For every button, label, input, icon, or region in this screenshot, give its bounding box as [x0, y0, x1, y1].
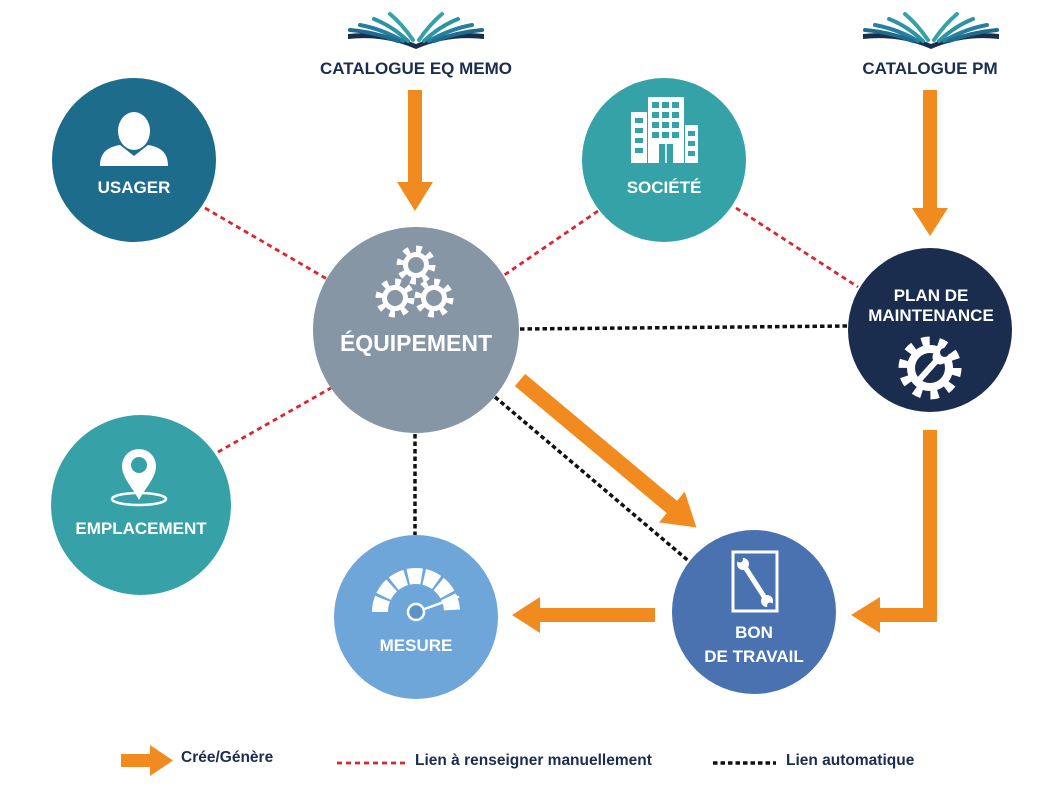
arrow-eq-memo-to-equipement	[397, 90, 433, 211]
legend-creates-label: Crée/Génère	[181, 749, 274, 766]
link-societe-plan	[735, 206, 859, 289]
node-plan-label-line2: MAINTENANCE	[868, 306, 994, 325]
location-pin-icon	[110, 449, 168, 507]
wrench-icon	[917, 348, 949, 382]
node-emplacement: EMPLACEMENT	[51, 415, 231, 595]
legend-manual-link-label: Lien à renseigner manuellement	[415, 752, 652, 769]
node-equipement-circle	[313, 227, 519, 433]
node-mesure-label: MESURE	[380, 636, 453, 655]
node-equipement-label: ÉQUIPEMENT	[340, 329, 492, 356]
gauge-hub	[406, 602, 426, 622]
legend: Crée/Génère Lien à renseigner manuelleme…	[121, 745, 915, 776]
arrow-bon-to-mesure	[512, 597, 655, 633]
gauge-icon	[372, 568, 460, 622]
node-bon-de-travail: BON DE TRAVAIL	[672, 530, 836, 694]
legend-orange-arrow	[121, 745, 173, 776]
node-plan-maintenance: PLAN DE MAINTENANCE	[848, 248, 1012, 412]
legend-creates: Crée/Génère	[121, 745, 274, 776]
link-equipement-bon	[493, 395, 693, 565]
arrow-plan-to-bon	[851, 430, 937, 633]
building-windows	[635, 102, 695, 163]
arrow-equipement-to-bon	[514, 373, 697, 528]
gears-icon	[375, 245, 454, 318]
node-societe: SOCIÉTÉ	[582, 78, 746, 242]
user-icon-head	[118, 112, 150, 150]
node-equipement: ÉQUIPEMENT	[313, 227, 519, 433]
gear-wrench-icon	[898, 336, 962, 400]
link-equipement-plan	[519, 324, 849, 331]
node-usager: USAGER	[52, 78, 216, 242]
gear-icon	[414, 278, 454, 318]
catalogue-eq-memo-label: CATALOGUE EQ MEMO	[320, 59, 512, 78]
node-plan-circle	[848, 248, 1012, 412]
node-societe-label: SOCIÉTÉ	[627, 178, 702, 197]
link-emplacement-equipement	[217, 386, 332, 454]
clipboard-wrench-icon	[731, 550, 779, 613]
link-usager-equipement	[204, 206, 328, 281]
catalogue-pm-label: CATALOGUE PM	[862, 59, 997, 78]
building-icon	[631, 97, 698, 163]
open-book-icon	[346, 12, 486, 51]
user-icon-body	[100, 145, 168, 166]
node-bon-label-line2: DE TRAVAIL	[704, 647, 803, 666]
create-arrows	[397, 90, 948, 633]
open-book-icon	[861, 12, 1001, 51]
legend-auto-link: Lien automatique	[713, 752, 915, 769]
node-mesure: MESURE	[334, 535, 498, 699]
arrow-pm-to-plan	[912, 90, 948, 236]
node-emplacement-label: EMPLACEMENT	[75, 519, 207, 538]
auto-links	[413, 324, 849, 565]
legend-manual-link: Lien à renseigner manuellement	[337, 752, 652, 769]
catalogue-eq-memo: CATALOGUE EQ MEMO	[320, 12, 512, 78]
manual-links	[204, 206, 859, 454]
legend-auto-link-label: Lien automatique	[786, 752, 915, 769]
catalogue-pm: CATALOGUE PM	[861, 12, 1001, 78]
node-usager-label: USAGER	[98, 178, 171, 197]
gear-icon	[396, 245, 436, 285]
gear-icon	[375, 278, 415, 318]
user-icon	[100, 112, 168, 166]
node-plan-label-line1: PLAN DE	[894, 286, 969, 305]
node-bon-label-line1: BON	[735, 623, 773, 642]
link-societe-equipement	[499, 209, 599, 280]
